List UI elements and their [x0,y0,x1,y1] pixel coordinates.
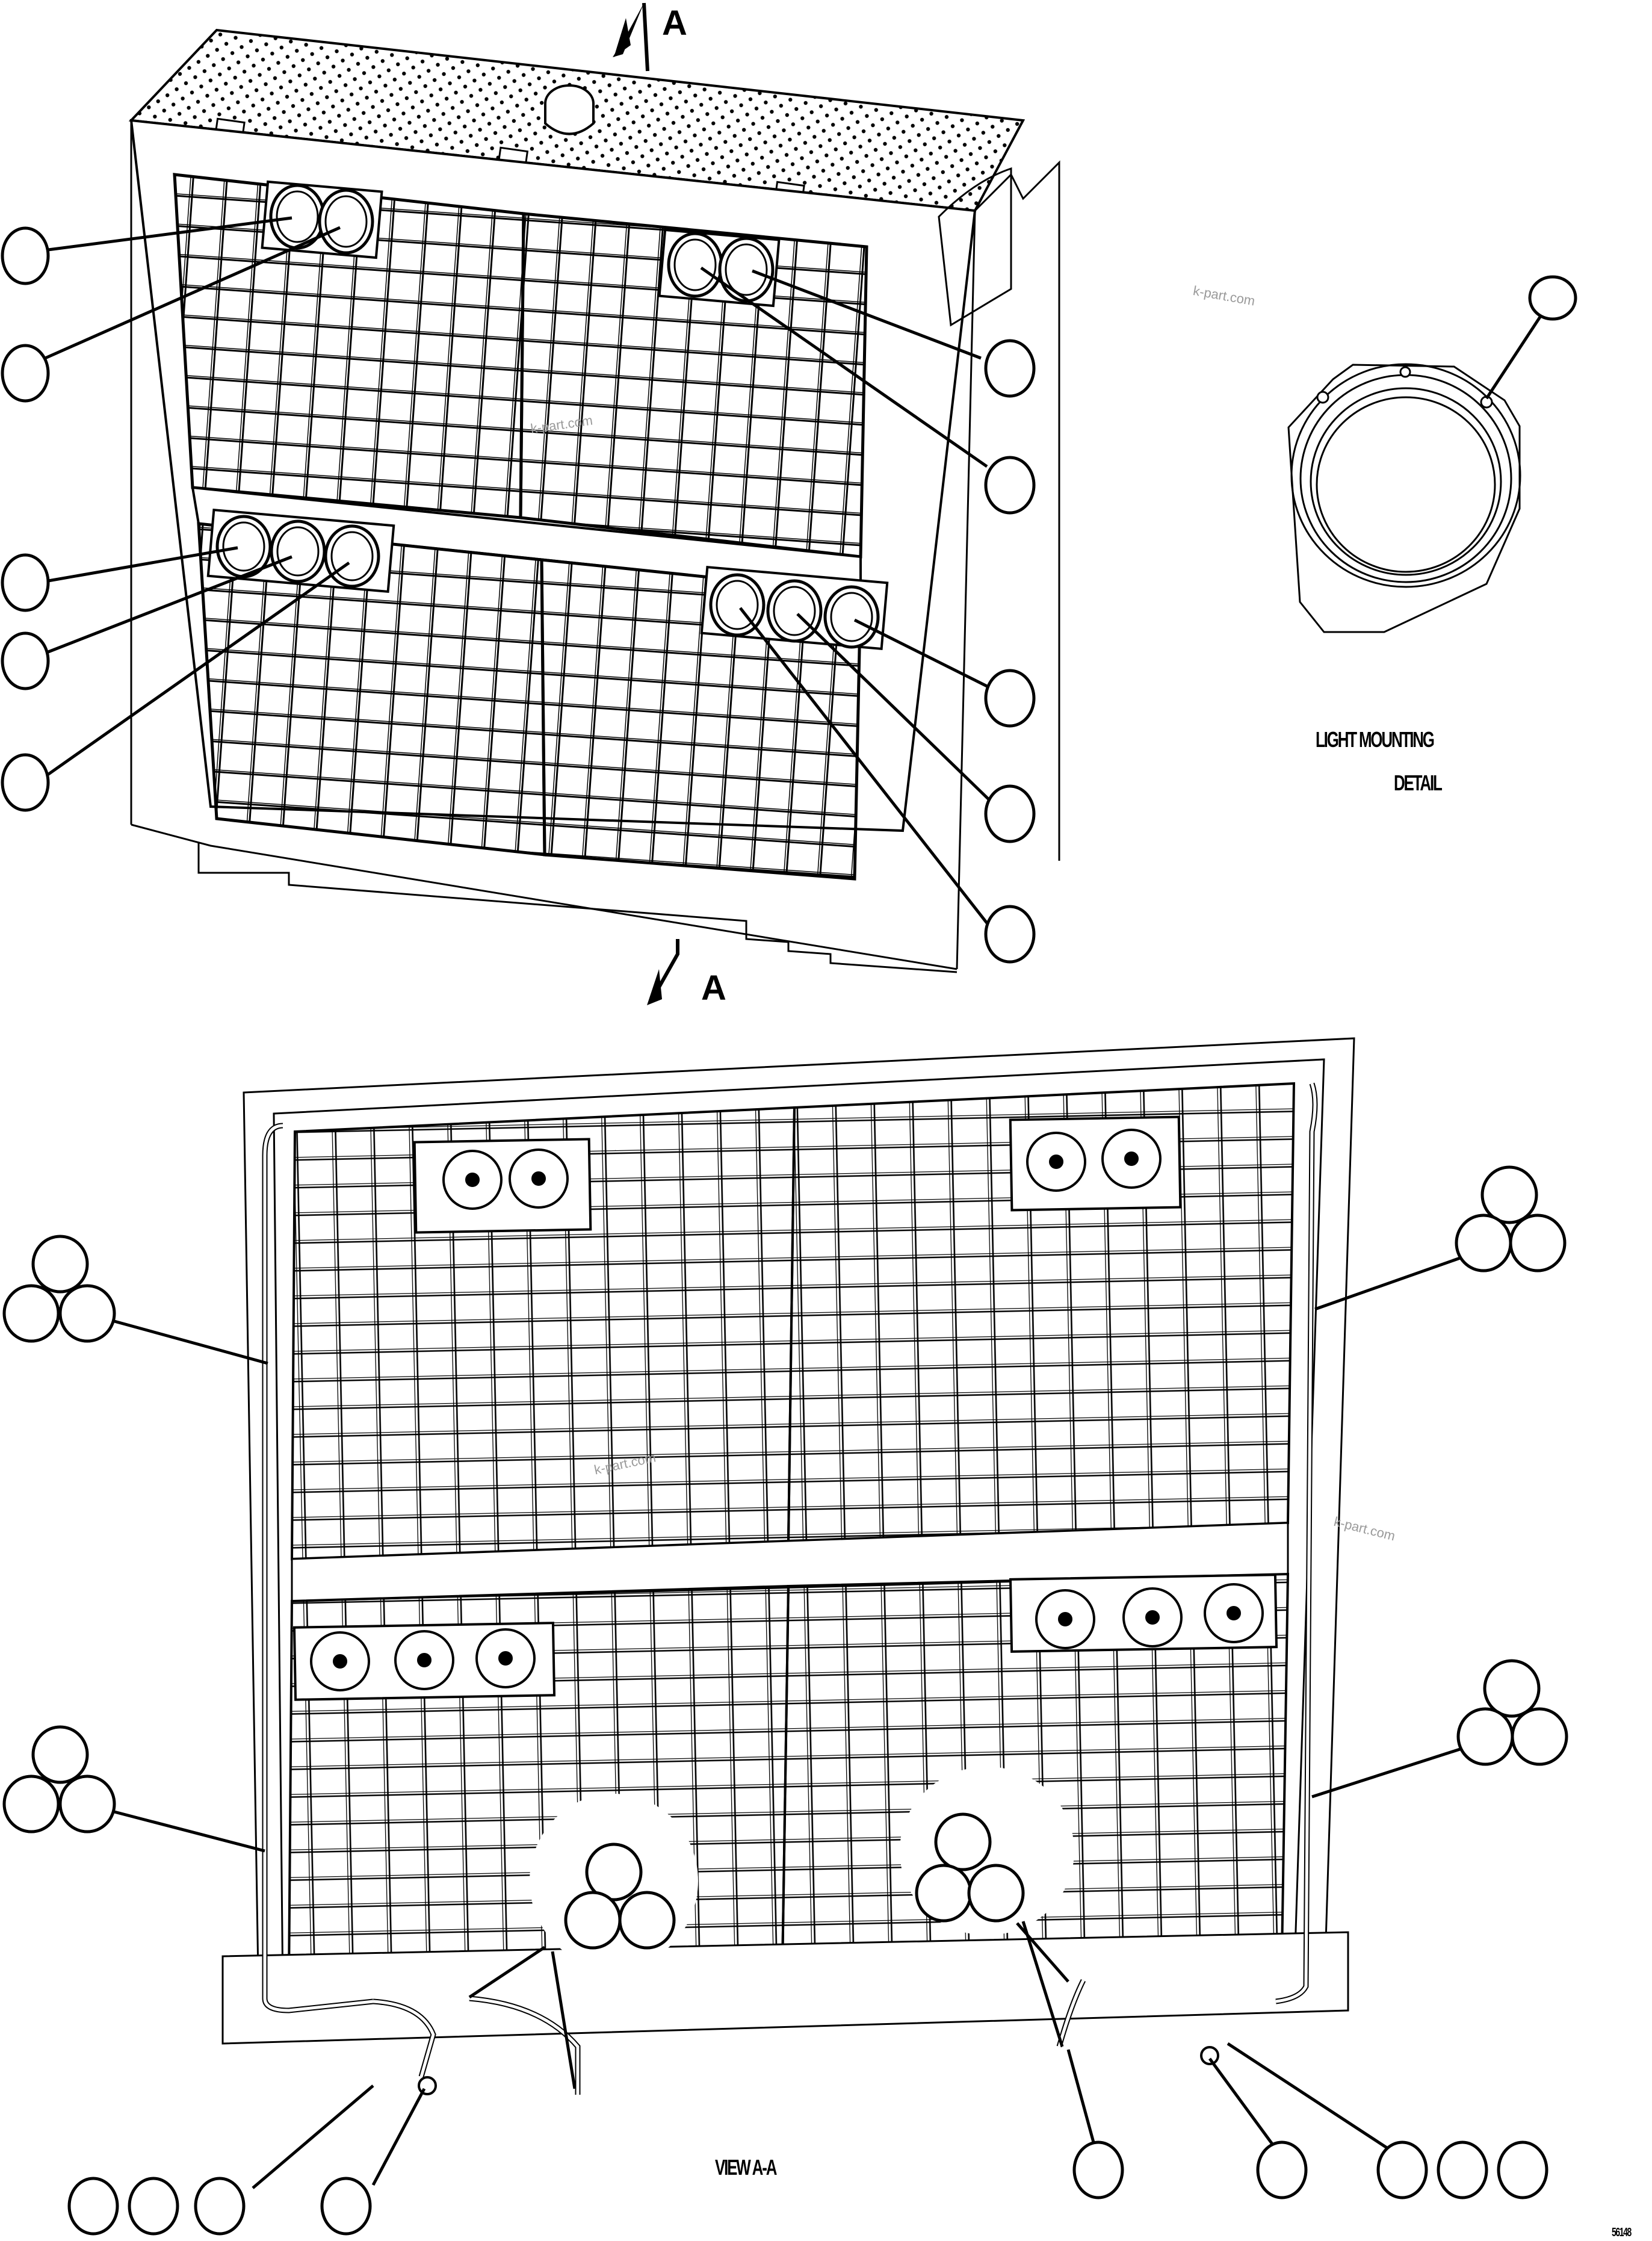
callout-balloon [984,905,1036,964]
callout-balloon [1,631,50,690]
callout-balloon [984,456,1036,515]
upper-isometric-view [1,2,1060,1005]
detail-caption-line2: DETAIL [1394,770,1443,795]
callout-clusters-view-aa [2,1165,1568,2236]
callout-group-upper-right [700,266,1036,964]
section-letter-bottom: A [701,969,726,1008]
callout-balloon [1,753,50,812]
document-number: 56148 [1612,2226,1632,2239]
view-aa [2,1037,1568,2236]
callout-balloon [1,226,50,285]
callout-balloon [984,669,1036,728]
callout-balloon [984,339,1036,398]
section-letter-top: A [662,4,687,43]
callout-balloon [984,784,1036,843]
view-aa-label: VIEW A-A [715,2155,777,2180]
section-arrow-bottom [647,939,679,1005]
light-mounting-detail [1287,275,1577,633]
callout-group-upper-left [1,216,350,812]
section-arrow-top [613,2,649,72]
detail-caption-line1: LIGHT MOUNTING [1316,727,1435,752]
callout-balloon [1,344,50,403]
callout-balloon [1528,275,1577,321]
callout-balloon [1,553,50,612]
